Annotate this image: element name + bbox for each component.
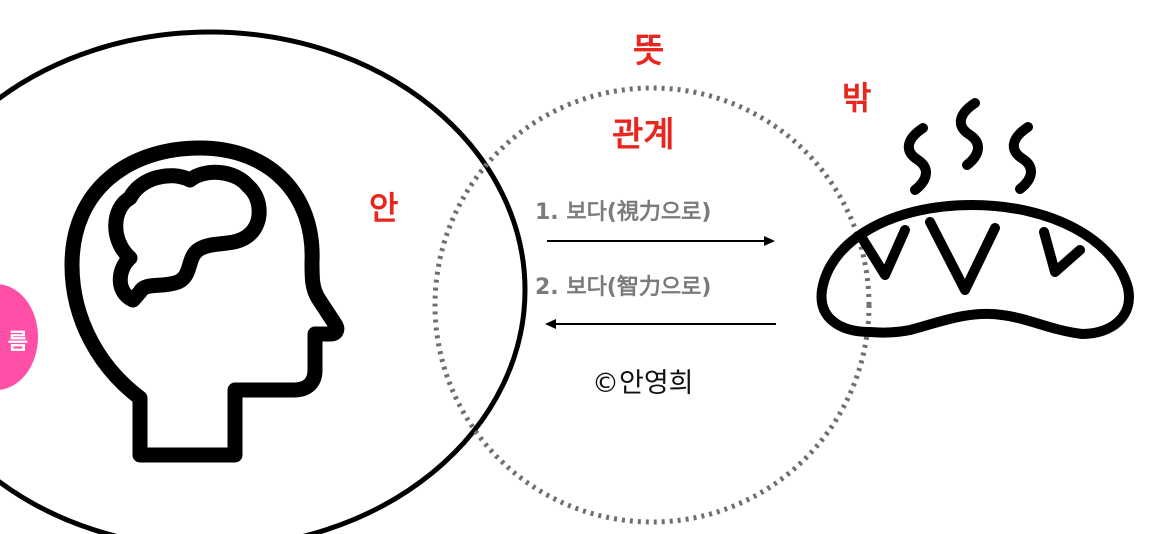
label-inside: 안: [369, 189, 399, 227]
label-meaning: 뜻: [633, 31, 665, 71]
steaming-bread-icon: [816, 98, 1134, 339]
head-brain-icon: [64, 140, 345, 463]
arrow-left: [545, 319, 776, 329]
label-see-by-intellect: 2. 보다(智力으로): [535, 275, 712, 300]
arrow-right: [547, 236, 775, 246]
inside-ellipse: [0, 29, 528, 534]
label-relation: 관계: [612, 115, 675, 155]
copyright-text: ©안영희: [592, 368, 694, 399]
relation-dotted-circle: [432, 85, 872, 525]
label-outside: 밖: [842, 79, 872, 117]
label-see-by-sight: 1. 보다(視力으로): [535, 200, 712, 225]
pink-badge-text: 름: [7, 330, 28, 355]
